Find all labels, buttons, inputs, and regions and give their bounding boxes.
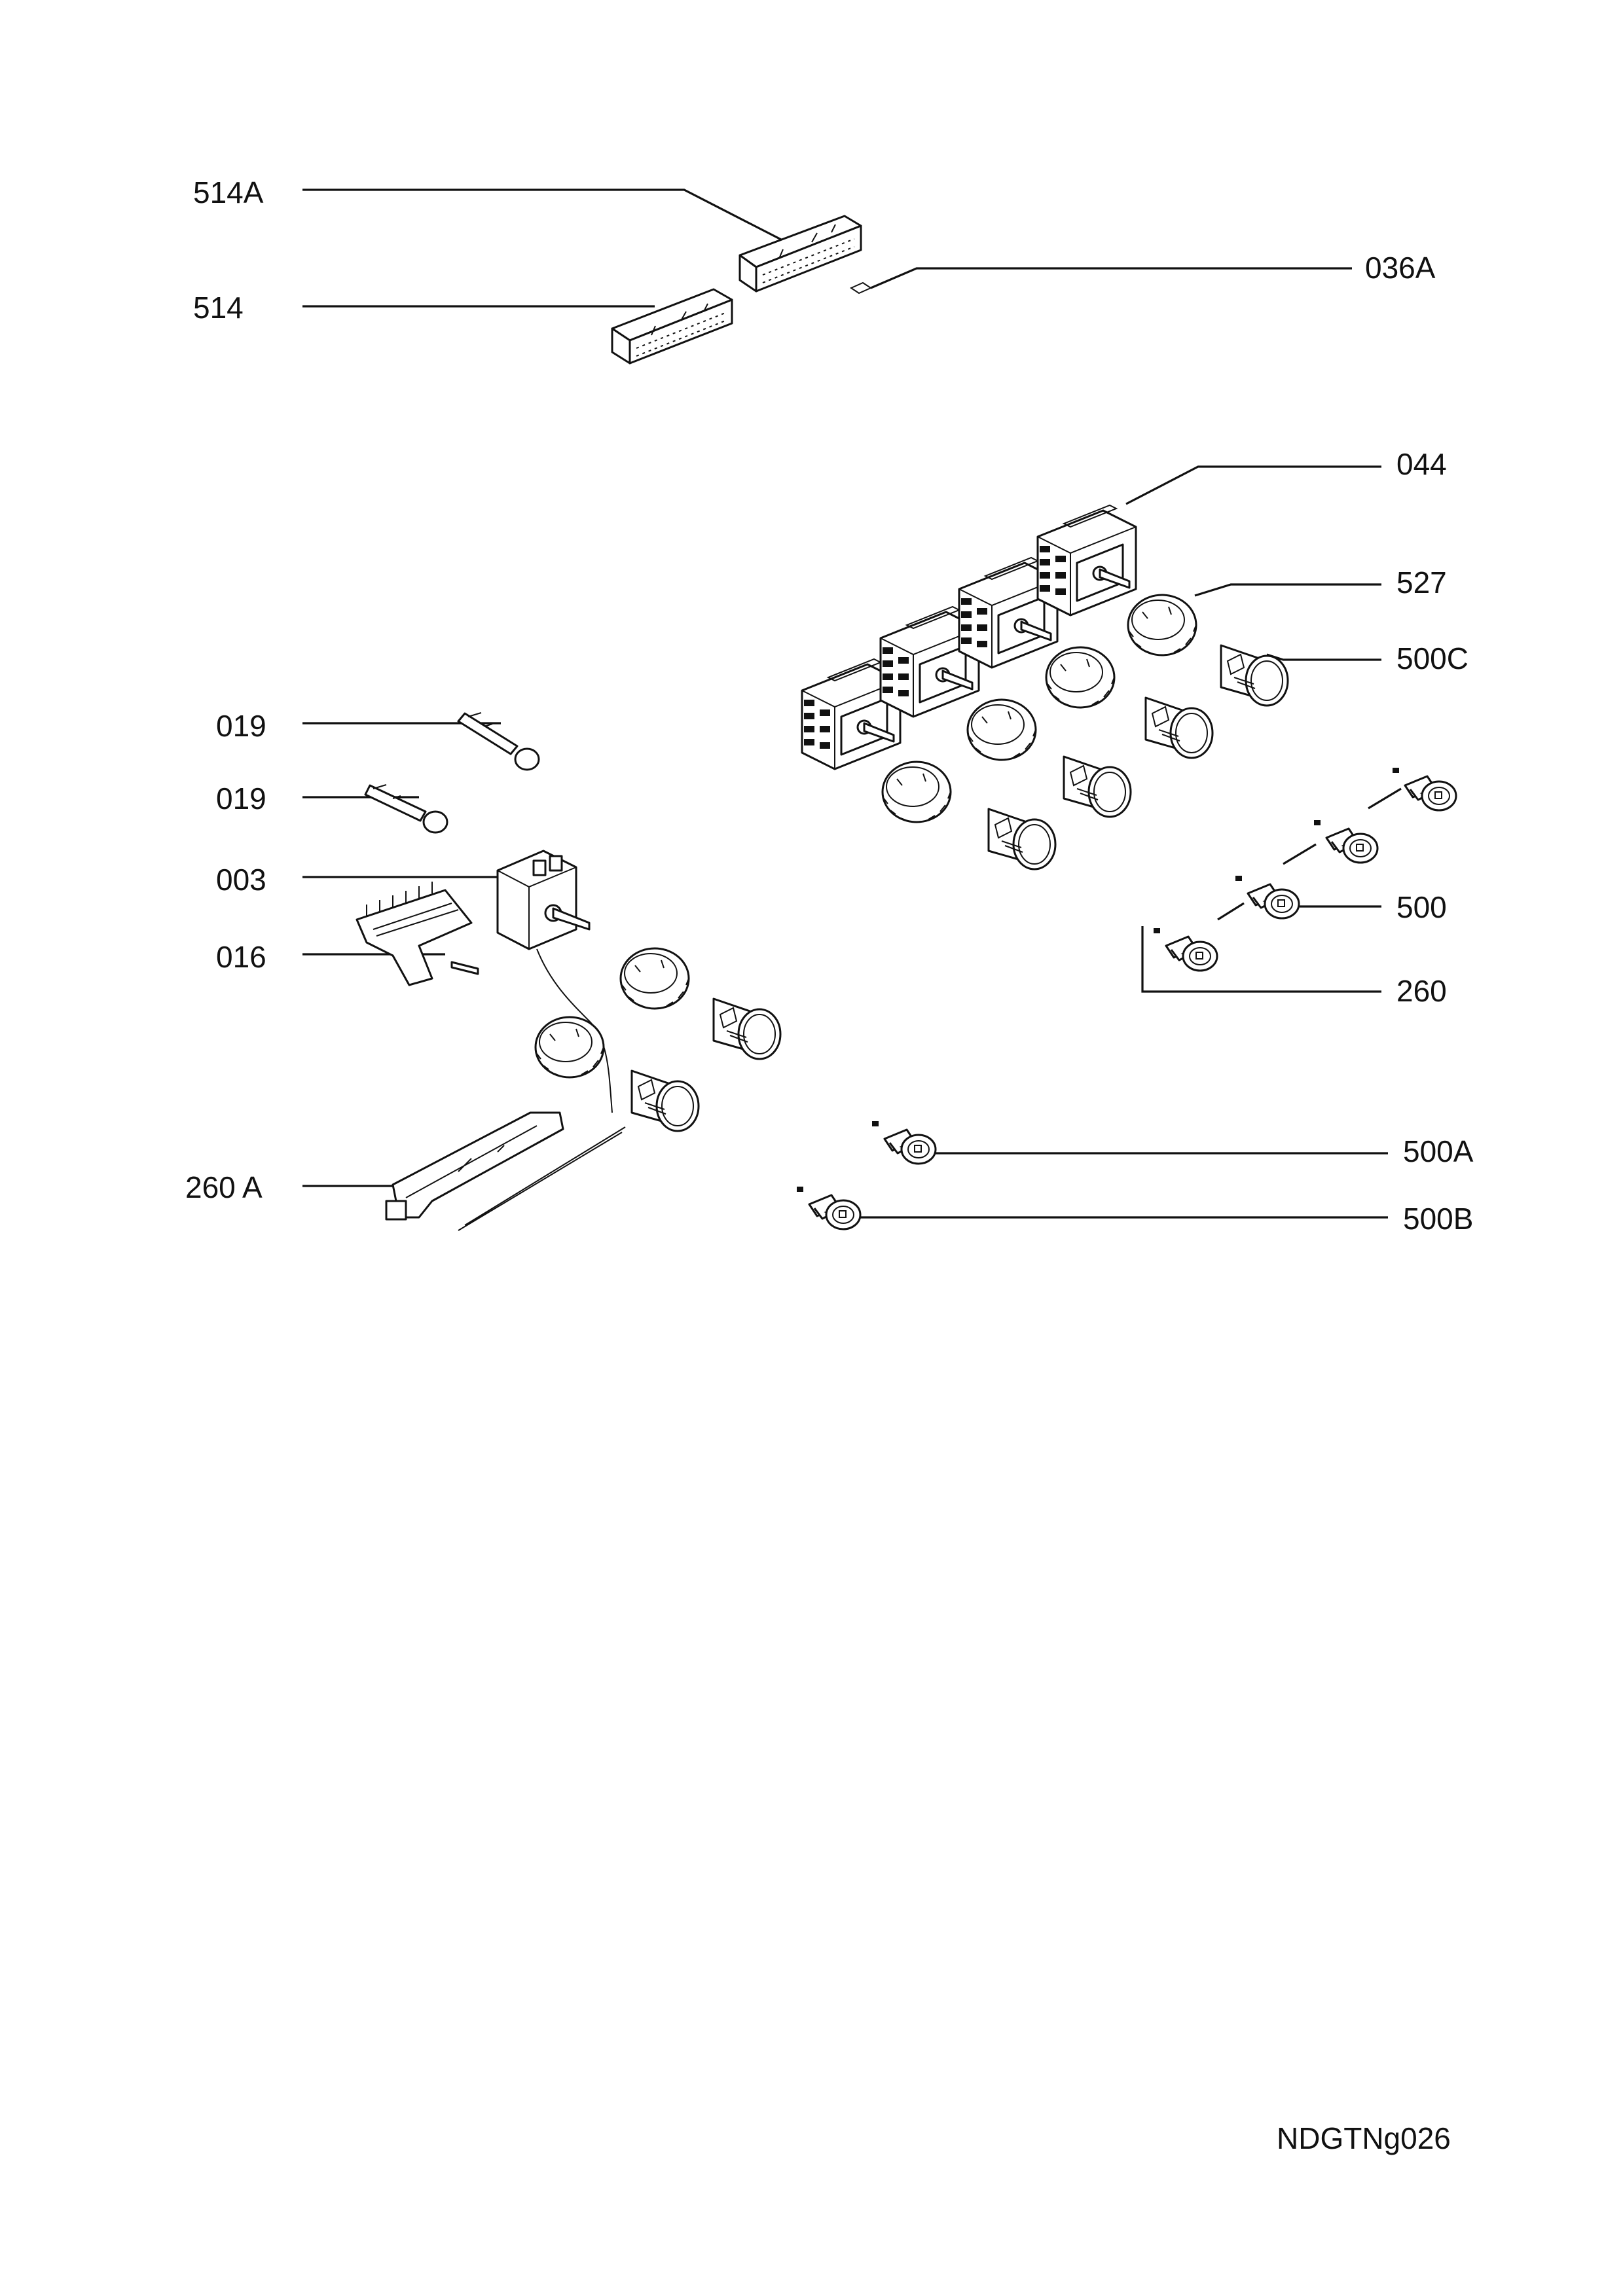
bezel-527-4 xyxy=(1127,594,1197,656)
label-260A: 260 A xyxy=(185,1170,263,1204)
oven-switch-003 xyxy=(496,850,613,1113)
label-500B: 500B xyxy=(1403,1202,1473,1236)
bezel-527-2 xyxy=(966,698,1037,761)
label-514A: 514A xyxy=(193,175,264,209)
label-527: 527 xyxy=(1396,565,1447,600)
knob-500-2 xyxy=(1235,875,1300,920)
leader-lines xyxy=(302,188,1402,1219)
label-500A: 500A xyxy=(1403,1134,1474,1168)
selector-switch-016 xyxy=(356,882,479,986)
push-rod-019-bottom xyxy=(364,784,448,834)
drawing-code: NDGTNg026 xyxy=(1277,2121,1451,2155)
label-003: 003 xyxy=(216,863,266,897)
knob-500C-4 xyxy=(1220,644,1289,707)
knob-500-1 xyxy=(1153,927,1218,972)
knob-500-4 xyxy=(1392,767,1457,812)
bracket-260A xyxy=(385,1111,626,1231)
wire-clip-036A xyxy=(849,281,873,295)
label-019-top: 019 xyxy=(216,709,266,743)
terminal-block-514A xyxy=(739,215,862,293)
control-switch-044-4 xyxy=(1036,504,1137,617)
bezel-527-5 xyxy=(619,947,690,1010)
bezel-527-1 xyxy=(881,761,952,823)
knob-500-3 xyxy=(1313,819,1379,864)
push-rod-019-top xyxy=(457,712,540,771)
label-260: 260 xyxy=(1396,974,1447,1008)
knob-500B xyxy=(796,1186,862,1230)
label-500: 500 xyxy=(1396,890,1447,924)
knob-500A xyxy=(871,1121,937,1165)
label-514: 514 xyxy=(193,291,244,325)
label-019-bottom: 019 xyxy=(216,781,266,816)
knob-500C-6 xyxy=(630,1069,700,1132)
label-036A: 036A xyxy=(1365,251,1436,285)
knob-500C-2 xyxy=(1063,755,1132,818)
label-016: 016 xyxy=(216,940,266,974)
knob-500C-3 xyxy=(1144,696,1214,759)
bezel-527-3 xyxy=(1045,646,1116,709)
bezel-527-6 xyxy=(534,1016,605,1079)
label-500C: 500C xyxy=(1396,641,1468,675)
knob-500C-5 xyxy=(712,997,782,1060)
label-044: 044 xyxy=(1396,447,1447,481)
terminal-block-514 xyxy=(611,288,733,365)
knob-500C-1 xyxy=(987,808,1057,870)
